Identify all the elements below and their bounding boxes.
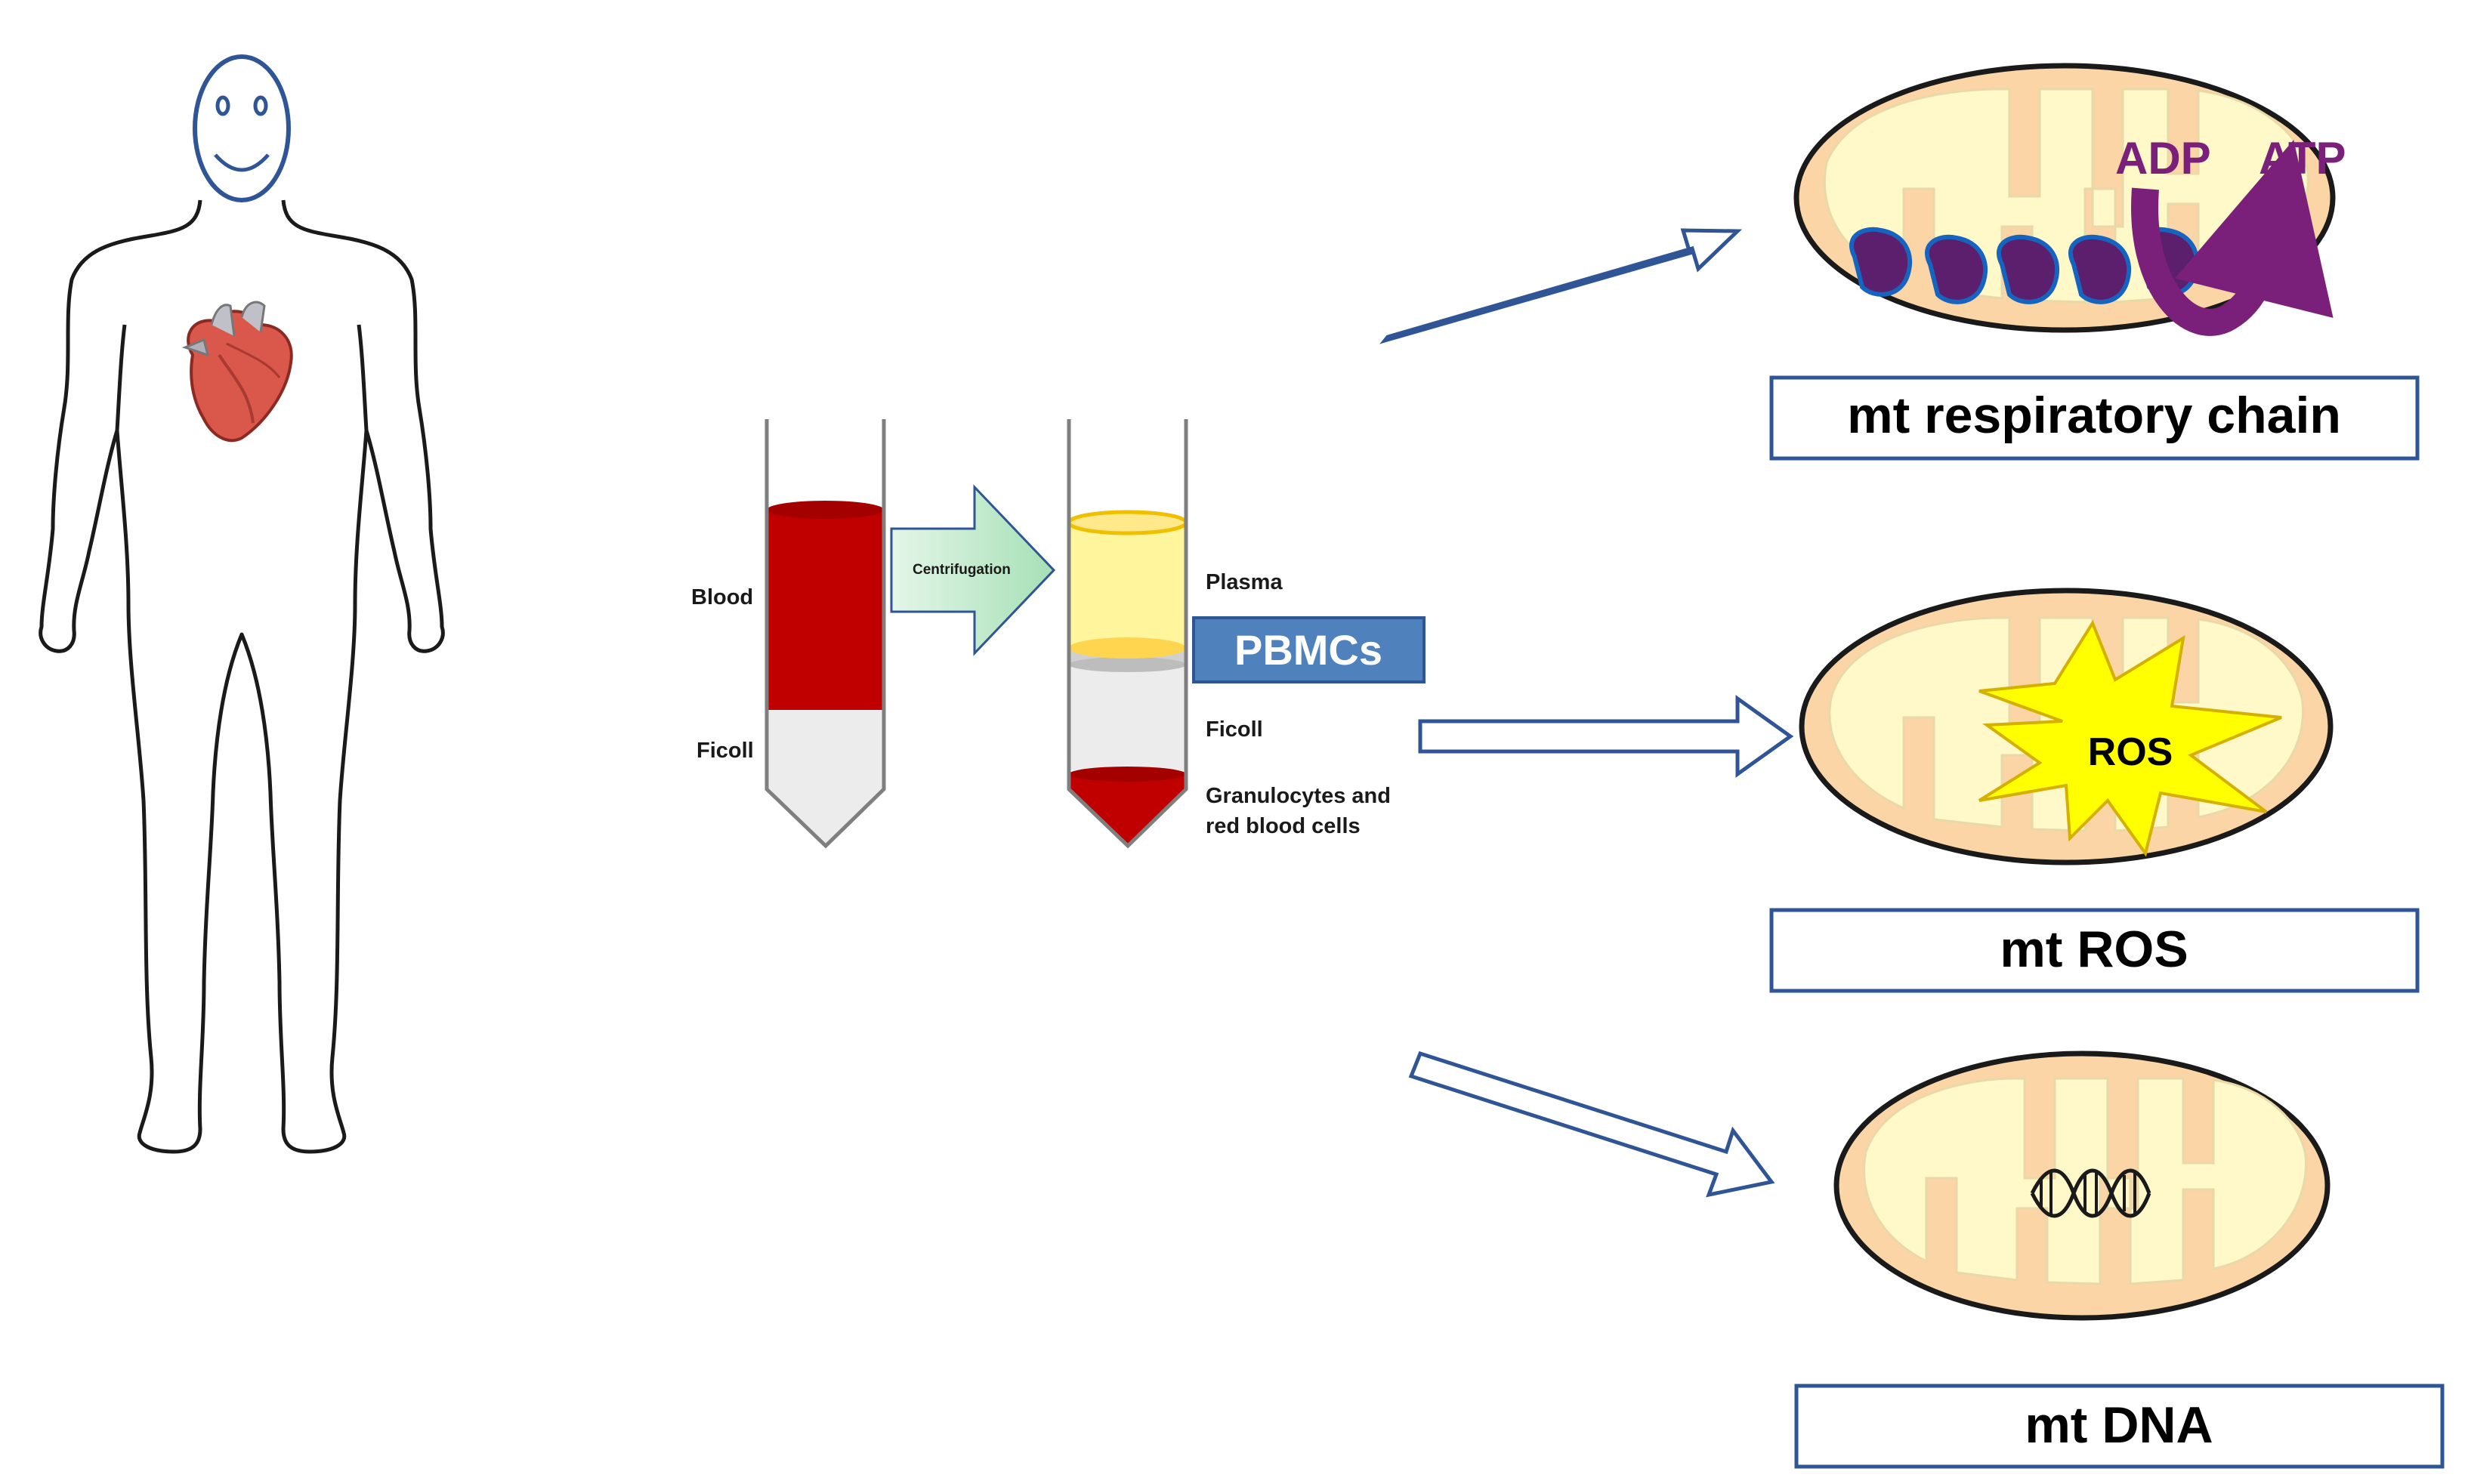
dna-box-label: mt DNA bbox=[2025, 1396, 2213, 1454]
plasma-label: Plasma bbox=[1206, 570, 1283, 594]
pbmc-box bbox=[1192, 616, 1426, 683]
arrow-to-dna bbox=[1408, 1051, 1775, 1198]
right-tube-rbc-layer bbox=[1069, 774, 1186, 846]
respiratory-box-label: mt respiratory chain bbox=[1847, 387, 2341, 444]
body-outline bbox=[39, 199, 445, 1154]
pbmc-label: PBMCs bbox=[1234, 626, 1382, 674]
arrow-to-respiratory bbox=[1379, 228, 1743, 344]
smile bbox=[214, 153, 270, 172]
ros-box bbox=[1769, 908, 2420, 993]
blood-label: Blood bbox=[691, 585, 753, 609]
dna-box bbox=[1794, 1384, 2445, 1469]
mitochondrion-ros: ROS bbox=[1799, 588, 2334, 865]
mitochondrion-respiratory: ADP ATP bbox=[1793, 63, 2346, 336]
right-tube-ficoll-layer bbox=[1069, 665, 1186, 770]
ficoll-left-label: Ficoll bbox=[697, 739, 754, 763]
respiratory-box bbox=[1769, 375, 2420, 461]
mitochondrion-dna bbox=[1833, 1051, 2331, 1321]
centrifugation-label: Centrifugation bbox=[913, 562, 1011, 578]
left-tube-ficoll-layer bbox=[767, 710, 884, 846]
granulocytes-label-line1: Granulocytes and bbox=[1206, 784, 1391, 808]
head bbox=[193, 54, 291, 202]
complexes bbox=[1849, 227, 2200, 304]
ros-label: ROS bbox=[2088, 730, 2173, 774]
left-tube-outline bbox=[764, 419, 886, 849]
right-tube-outline bbox=[1067, 419, 1188, 849]
ros-box-label: mt ROS bbox=[2000, 921, 2188, 978]
arrow-to-ros bbox=[1418, 695, 1794, 778]
granulocytes-label-line2: red blood cells bbox=[1206, 814, 1361, 838]
centrifugation-arrow bbox=[890, 484, 1056, 656]
right-tube bbox=[1067, 419, 1188, 849]
ros-star bbox=[1978, 619, 2282, 857]
atp-label: ATP bbox=[2259, 133, 2346, 184]
human-figure bbox=[39, 54, 445, 1154]
right-eye bbox=[253, 95, 268, 116]
right-tube-plasma-layer bbox=[1069, 523, 1186, 648]
dna-icon bbox=[2030, 1168, 2151, 1218]
heart-icon bbox=[181, 301, 293, 443]
adp-label: ADP bbox=[2115, 133, 2211, 184]
right-arm-inner bbox=[357, 324, 369, 431]
left-eye bbox=[215, 95, 230, 116]
adp-atp-arrow bbox=[2131, 140, 2334, 336]
left-tube-blood-layer bbox=[767, 510, 884, 710]
left-arm-inner bbox=[115, 324, 127, 431]
ficoll-right-label: Ficoll bbox=[1206, 717, 1263, 742]
left-tube bbox=[764, 419, 886, 849]
